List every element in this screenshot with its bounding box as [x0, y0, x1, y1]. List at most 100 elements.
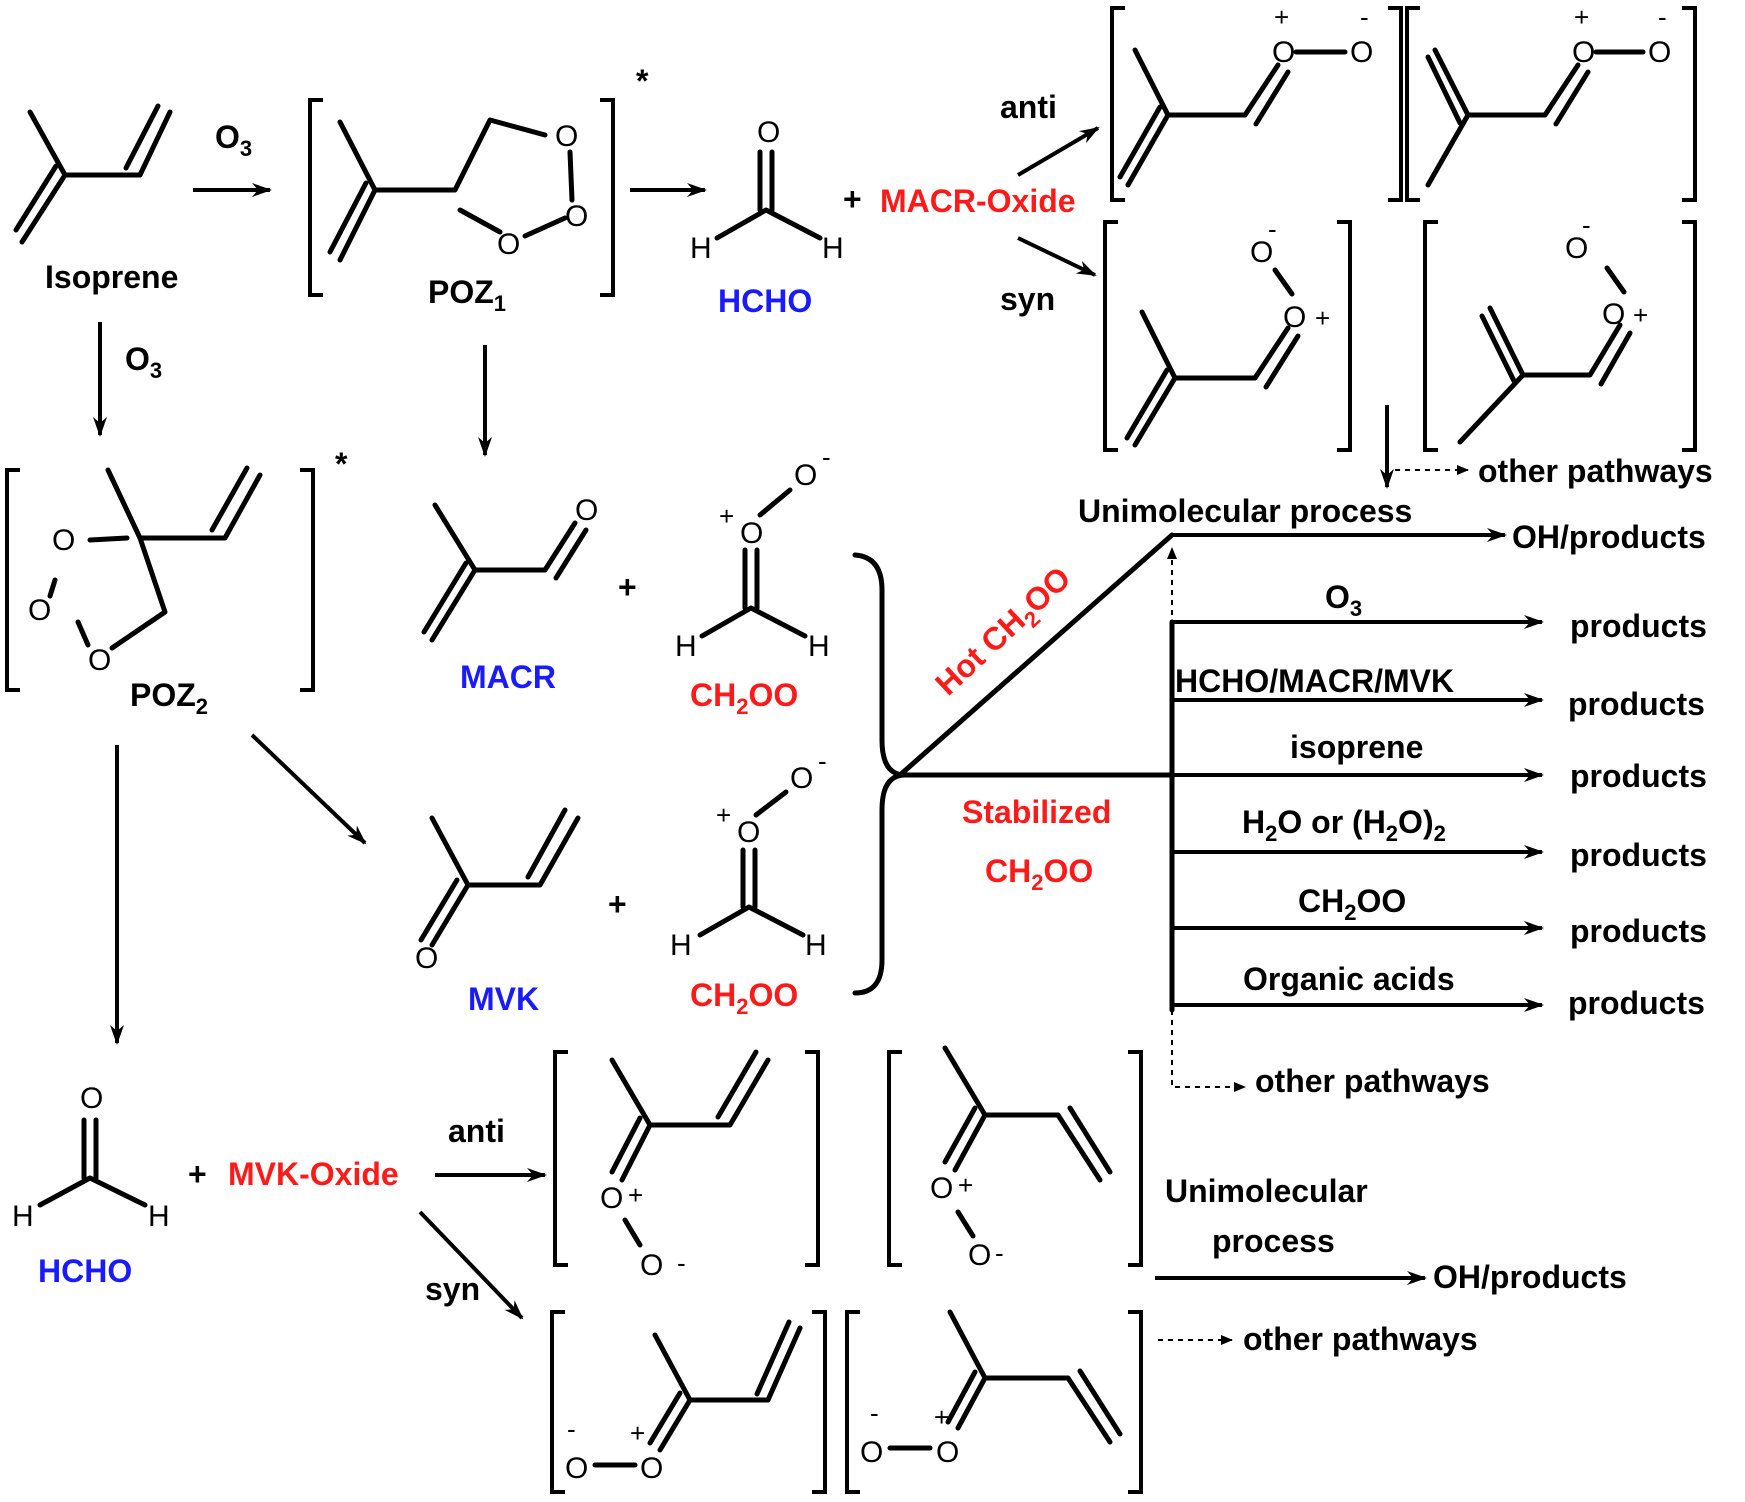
anti-label-top: anti — [1000, 89, 1057, 125]
macr-oxide-syn-2: O O - + — [1423, 210, 1697, 452]
svg-text:O: O — [737, 816, 760, 849]
syn-label-bottom: syn — [425, 1271, 480, 1307]
mvk-oxide-anti-1: O + O - — [553, 1049, 820, 1282]
ch2oo-bottom-structure: O + O - H H — [670, 746, 827, 962]
hcho-bottom-structure: O H H — [12, 1082, 170, 1233]
ch2oo-label-top: CH2OO — [690, 677, 798, 719]
hot-ch2oo-line — [897, 532, 1175, 778]
svg-text:-: - — [870, 1398, 879, 1428]
branch-organic-acids-label: Organic acids — [1243, 961, 1455, 997]
svg-text:O: O — [565, 1452, 588, 1485]
isoprene-structure — [13, 103, 173, 245]
other-pathways-middle: other pathways — [1255, 1063, 1490, 1099]
macr-structure: O — [421, 494, 598, 643]
arrow-poz2-to-mvk — [250, 733, 367, 845]
svg-text:H: H — [148, 1200, 170, 1233]
svg-text:-: - — [1268, 214, 1277, 244]
svg-text:H: H — [675, 630, 697, 663]
svg-text:O: O — [1648, 36, 1671, 69]
process-label: process — [1212, 1223, 1335, 1259]
svg-text:+: + — [630, 1418, 645, 1448]
svg-text:O: O — [640, 1249, 663, 1282]
poz1-structure: O O O — [308, 98, 615, 297]
branch-isoprene-label: isoprene — [1290, 729, 1423, 765]
isoprene-label: Isoprene — [45, 259, 178, 295]
oh-products-bottom: OH/products — [1433, 1259, 1627, 1295]
svg-text:H: H — [670, 929, 692, 962]
svg-text:O: O — [790, 762, 813, 795]
macr-oxide-label: MACR-Oxide — [880, 183, 1076, 219]
poz1-oxygen: O — [565, 200, 588, 233]
svg-text:O: O — [80, 1082, 103, 1115]
o3-label-left: O3 — [125, 341, 162, 383]
stabilized-ch2oo-label: CH2OO — [985, 853, 1093, 895]
svg-text:O: O — [28, 594, 51, 627]
poz2-label: POZ2 — [130, 677, 208, 719]
poz1-star: * — [636, 63, 649, 99]
svg-text:+: + — [1274, 2, 1289, 32]
syn-label-top: syn — [1000, 281, 1055, 317]
svg-text:O: O — [968, 1239, 991, 1272]
svg-text:-: - — [1658, 2, 1667, 32]
macr-oxide-syn-1: O O - + — [1103, 214, 1352, 452]
svg-text:O: O — [88, 644, 111, 677]
mvk-structure: O — [415, 807, 581, 975]
products-5: products — [1570, 913, 1707, 949]
plus-sign: + — [843, 181, 862, 217]
anti-label-bottom: anti — [448, 1113, 505, 1149]
svg-text:O: O — [1272, 36, 1295, 69]
svg-text:-: - — [822, 442, 831, 472]
o3-label-top: O3 — [215, 119, 252, 161]
svg-text:+: + — [1315, 303, 1330, 333]
svg-text:O: O — [640, 1452, 663, 1485]
stabilized-label: Stabilized — [962, 794, 1111, 830]
hcho-label-bottom: HCHO — [38, 1253, 132, 1289]
svg-text:+: + — [934, 1402, 949, 1432]
mvk-label: MVK — [468, 981, 539, 1017]
svg-text:-: - — [677, 1248, 686, 1278]
svg-text:-: - — [1582, 210, 1591, 240]
mvk-oxide-anti-2: O + O - — [887, 1045, 1143, 1272]
mvk-oxide-label: MVK-Oxide — [228, 1156, 399, 1192]
products-1: products — [1570, 608, 1707, 644]
plus-sign: + — [618, 569, 637, 605]
curly-brace — [852, 552, 906, 996]
products-2: products — [1568, 686, 1705, 722]
svg-text:-: - — [1360, 2, 1369, 32]
arrow-macr-oxide-syn — [1017, 236, 1097, 277]
svg-text:O: O — [415, 942, 438, 975]
svg-text:H: H — [808, 630, 830, 663]
svg-text:+: + — [719, 501, 734, 531]
unimolecular-process-label: Unimolecular process — [1078, 493, 1412, 529]
svg-text:-: - — [567, 1414, 576, 1444]
poz1-label: POZ1 — [428, 274, 506, 316]
macr-oxide-anti-2: O O + - — [1405, 2, 1697, 202]
svg-text:+: + — [1574, 2, 1589, 32]
branch-hcho-macr-mvk-label: HCHO/MACR/MVK — [1175, 663, 1454, 699]
products-4: products — [1570, 837, 1707, 873]
svg-text:O: O — [1350, 36, 1373, 69]
svg-text:-: - — [818, 746, 827, 776]
svg-text:O: O — [1283, 301, 1306, 334]
svg-text:O: O — [930, 1172, 953, 1205]
poz2-star: * — [335, 446, 348, 482]
svg-text:O: O — [740, 517, 763, 550]
svg-text:H: H — [805, 929, 827, 962]
svg-text:+: + — [628, 1180, 643, 1210]
ch2oo-top-structure: O + O - H H — [675, 442, 831, 663]
mvk-oxide-syn-2: O - O + — [845, 1309, 1143, 1494]
svg-text:O: O — [52, 524, 75, 557]
macr-label: MACR — [460, 659, 556, 695]
hcho-oxygen: O — [757, 116, 780, 149]
arrow-macr-oxide-anti — [1016, 126, 1100, 177]
svg-text:+: + — [1633, 300, 1648, 330]
unimolecular-label: Unimolecular — [1165, 1173, 1368, 1209]
mvk-oxide-syn-1: O - O + — [550, 1310, 827, 1494]
svg-text:O: O — [1565, 232, 1588, 265]
other-pathways-top: other pathways — [1478, 453, 1713, 489]
hcho-hydrogen: H — [690, 232, 712, 265]
poz1-oxygen: O — [497, 228, 520, 261]
hcho-label-top: HCHO — [718, 283, 812, 319]
macr-oxide-anti-1: O O + - — [1110, 2, 1403, 202]
